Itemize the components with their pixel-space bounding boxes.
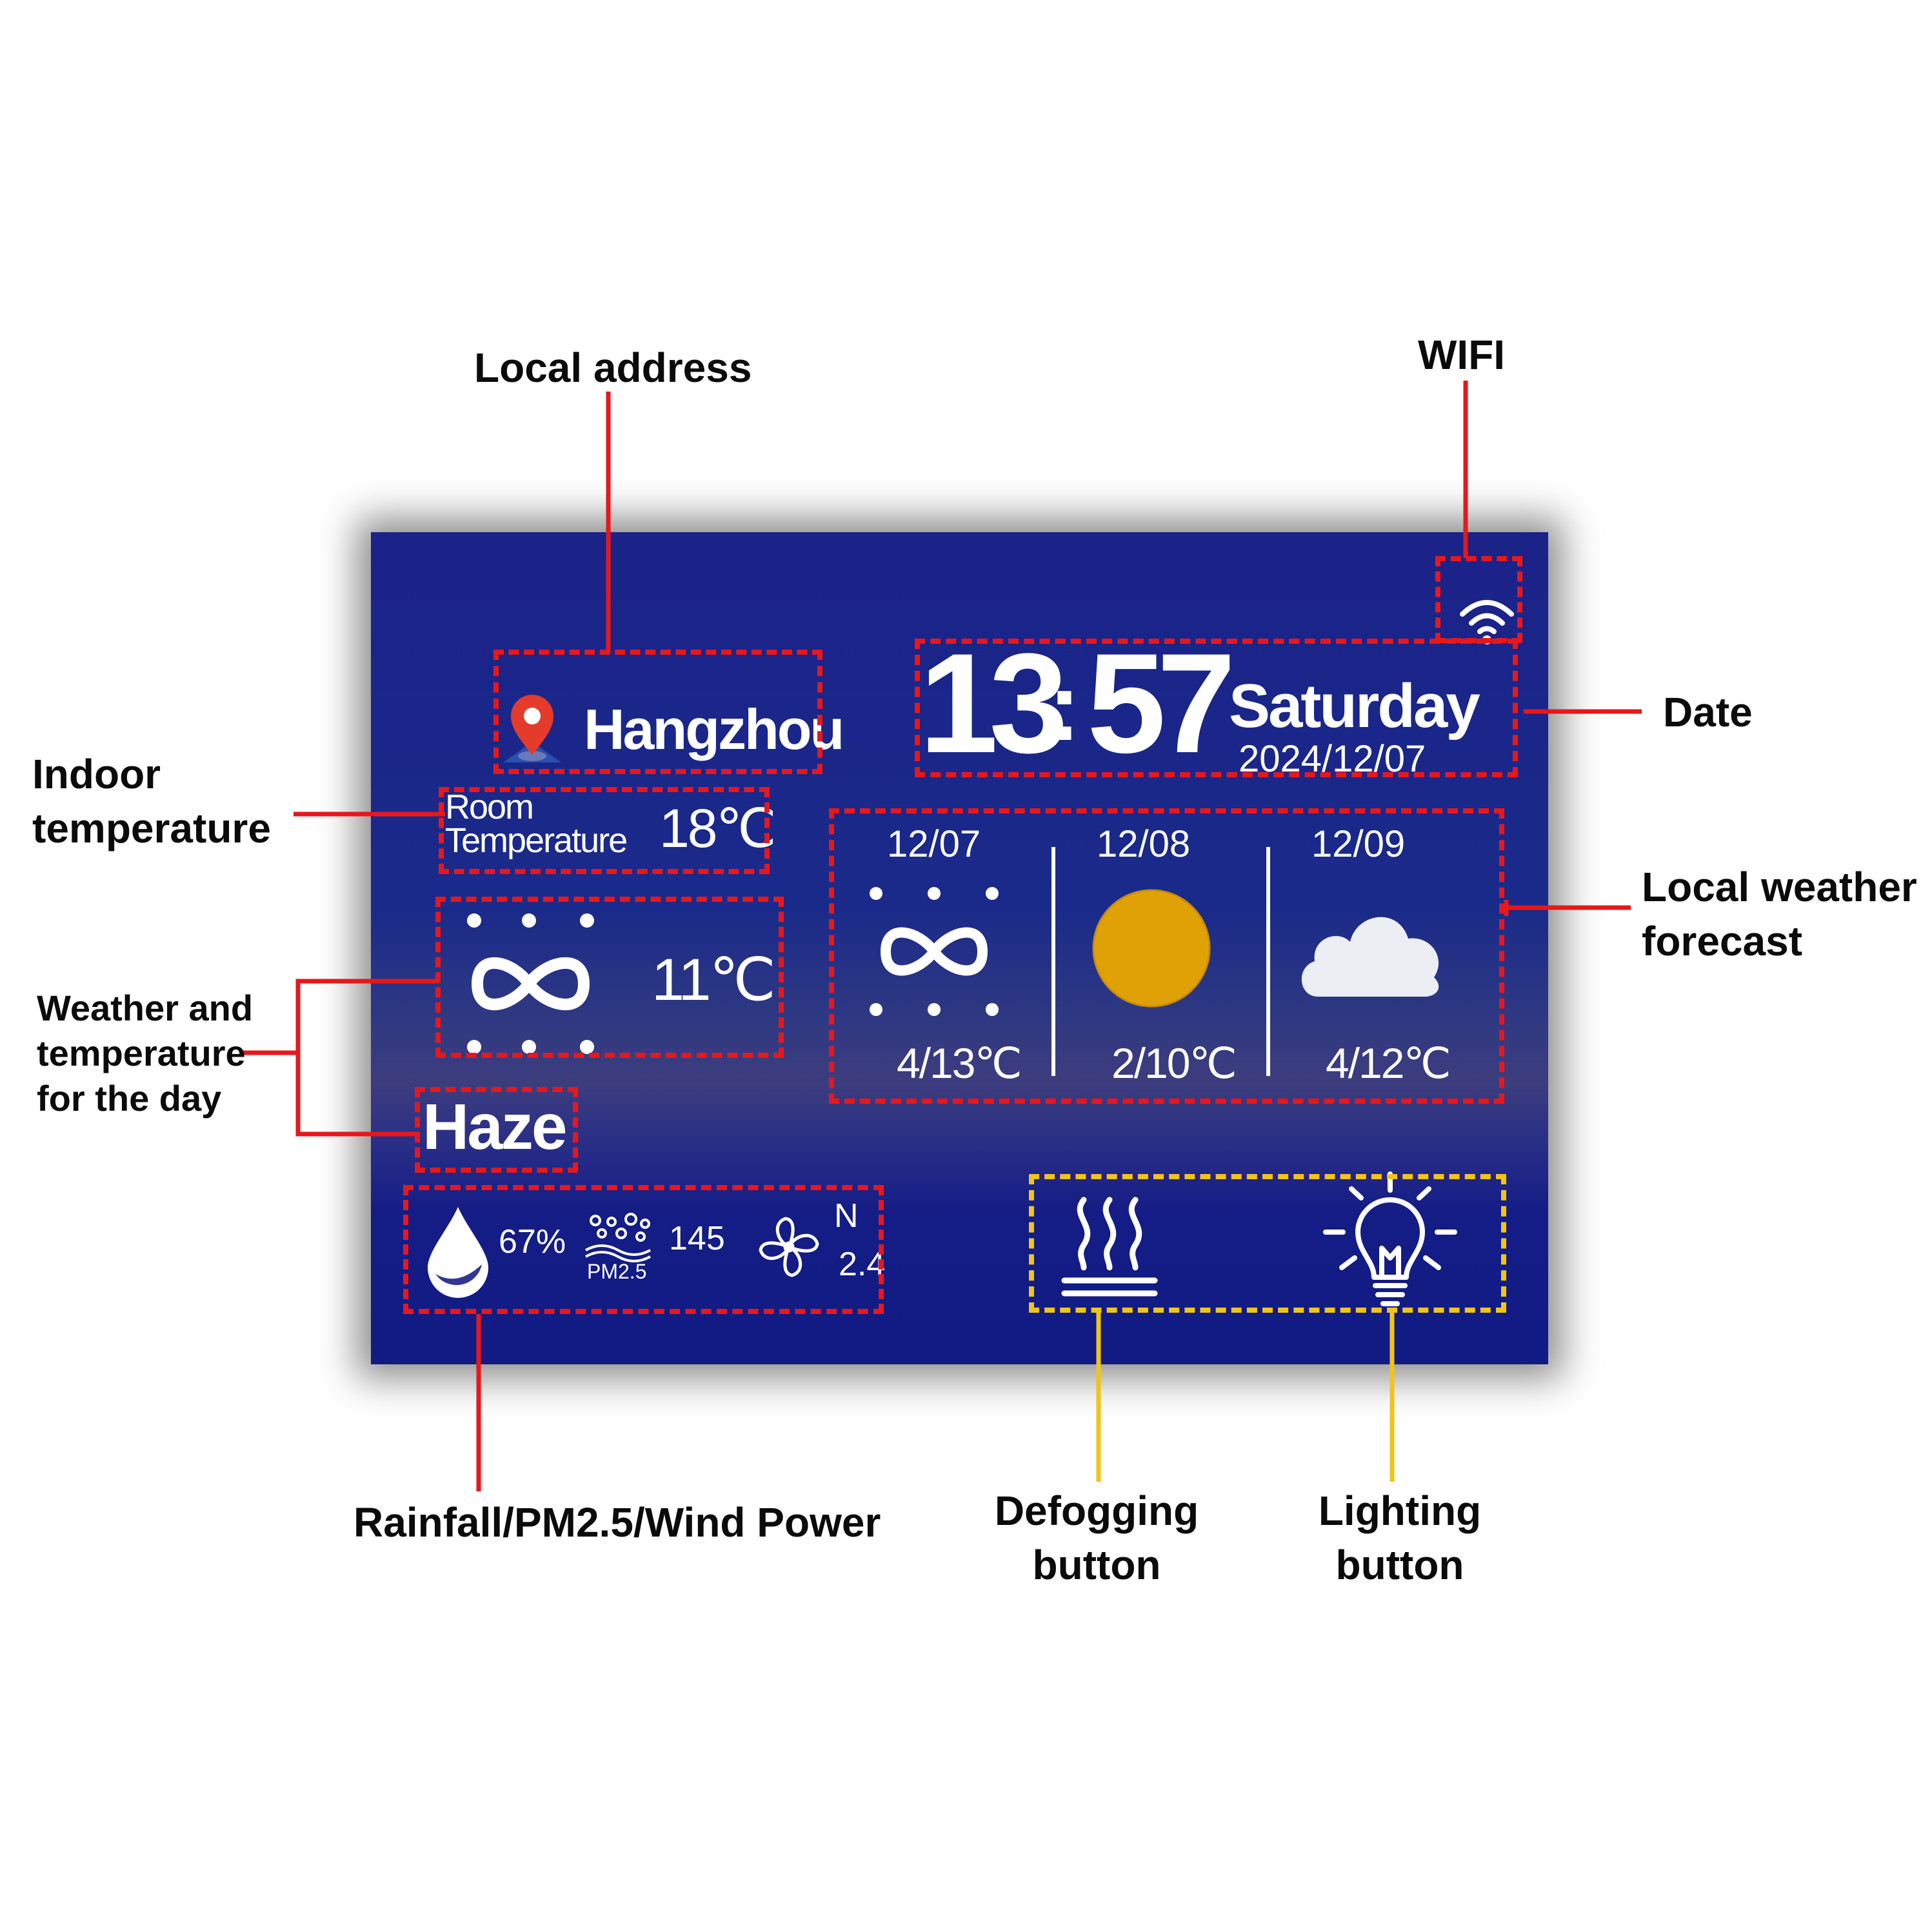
room-temperature-label: Room Temperature [445, 788, 628, 860]
cloud-icon [1301, 917, 1439, 997]
callout-weather-line3: for the day [37, 1078, 222, 1119]
forecast-date-2: 12/08 [1097, 823, 1191, 865]
wind-speed: 2.4 [839, 1246, 886, 1283]
weekday: Saturday [1229, 672, 1480, 741]
callout-defog-line1: Defogging [994, 1488, 1199, 1534]
annotation-box-environment [403, 1185, 884, 1314]
callout-local-weather-forecast: Local weather forecast [1642, 860, 1917, 968]
annotation-box-wifi [1435, 556, 1522, 643]
device-screen: Hangzhou 13 : 57 Saturday 2024/12/07 Roo… [371, 532, 1548, 1364]
location-name: Hangzhou [584, 697, 844, 761]
callout-weather-line1: Weather and [37, 988, 254, 1028]
wind-direction: N [834, 1197, 859, 1235]
callout-rainfall-pm-wind: Rainfall/PM2.5/Wind Power [354, 1499, 881, 1546]
forecast-range-2: 2/10℃ [1111, 1039, 1237, 1087]
forecast-date-1: 12/07 [887, 823, 981, 865]
defog-icon[interactable] [1055, 1193, 1164, 1300]
annotation-box-condition [415, 1087, 578, 1173]
annotation-box-today [435, 897, 784, 1058]
forecast-divider [1266, 847, 1270, 1076]
room-label-line2: Temperature [445, 821, 628, 860]
annotation-box-location [493, 650, 822, 774]
today-condition: Haze [423, 1091, 567, 1163]
callout-indoor-temperature: Indoor temperature [32, 747, 271, 855]
haze-icon [870, 887, 999, 1016]
forecast-divider [1051, 847, 1055, 1076]
room-temperature-value: 18℃ [659, 798, 777, 859]
callout-lighting-line2: button [1335, 1542, 1464, 1588]
callout-weather-and-temperature: Weather and temperature for the day [37, 986, 253, 1121]
callout-local-address: Local address [474, 344, 752, 391]
today-temperature: 11℃ [652, 947, 776, 1013]
humidity-drop-icon [428, 1207, 488, 1298]
callout-indoor-line1: Indoor [32, 751, 161, 797]
light-bulb-icon[interactable] [1322, 1171, 1458, 1313]
callout-wifi: WIFI [1418, 332, 1506, 378]
callout-date: Date [1663, 689, 1753, 735]
fan-icon [759, 1217, 819, 1277]
humidity-value: 67% [499, 1223, 566, 1260]
room-label-line1: Room [445, 788, 534, 826]
clock-separator: : [1048, 652, 1081, 761]
pm25-label: PM2.5 [587, 1260, 647, 1283]
location-pin-icon [503, 695, 561, 762]
pm25-icon [585, 1213, 651, 1262]
callout-indoor-line2: temperature [32, 805, 271, 851]
annotation-box-forecast [829, 808, 1504, 1104]
callout-forecast-line1: Local weather [1642, 864, 1917, 910]
callout-defogging-button: Defogging button [981, 1484, 1213, 1592]
haze-icon [467, 913, 594, 1054]
callout-lighting-button: Lighting button [1284, 1484, 1516, 1592]
clock-hours: 13 [919, 624, 1068, 782]
annotation-box-buttons [1029, 1174, 1506, 1313]
forecast-range-1: 4/13℃ [897, 1039, 1022, 1087]
pm25-value: 145 [669, 1220, 725, 1257]
forecast-range-3: 4/12℃ [1326, 1039, 1451, 1087]
forecast-date-3: 12/09 [1311, 823, 1406, 865]
callout-lighting-line1: Lighting [1318, 1488, 1482, 1534]
callout-defog-line2: button [1032, 1542, 1161, 1588]
sun-icon [1092, 889, 1211, 1008]
callout-weather-line2: temperature [37, 1033, 246, 1073]
annotation-box-room-temp [439, 787, 770, 874]
annotation-box-date [915, 639, 1518, 777]
callout-forecast-line2: forecast [1642, 918, 1802, 964]
clock-minutes: 57 [1087, 624, 1236, 782]
